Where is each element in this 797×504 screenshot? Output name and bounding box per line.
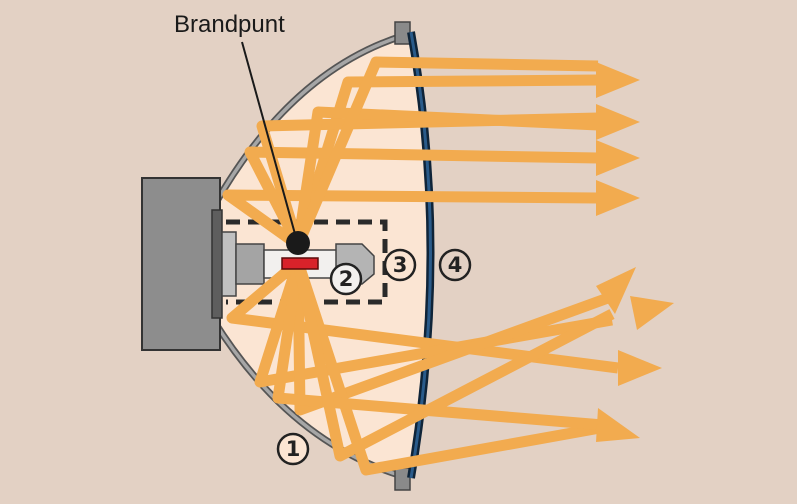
bulb-holder-left <box>235 243 265 285</box>
callout-2-number: 2 <box>339 267 354 291</box>
ray-7 <box>226 257 619 374</box>
ray-10 <box>292 260 601 476</box>
arrowheads <box>596 62 674 442</box>
arrowhead-3 <box>596 140 640 176</box>
callout-3-circle <box>383 248 417 282</box>
focal-point-leader-line <box>241 41 296 235</box>
callout-3-number: 3 <box>393 253 408 277</box>
focal-point-marker <box>286 231 310 255</box>
bulb-base-collar <box>211 209 223 319</box>
callout-4-number: 4 <box>448 253 463 277</box>
arrowhead-8 <box>596 408 640 442</box>
callout-4: 4 <box>438 248 472 282</box>
callout-4-circle <box>438 248 472 282</box>
reflector-shell-top-inner <box>212 34 403 207</box>
bulb-base <box>141 177 221 351</box>
ray-9 <box>292 261 610 416</box>
callout-2: 2 <box>329 262 363 296</box>
rim-flange-bottom <box>394 467 411 491</box>
ray-11 <box>272 261 604 431</box>
arrowhead-7 <box>618 350 662 386</box>
ray-4 <box>222 189 599 250</box>
callout-1: 1 <box>276 432 310 466</box>
ray-5 <box>292 106 599 246</box>
arrowhead-6 <box>630 296 674 330</box>
light-rays <box>222 56 619 476</box>
callout-1-circle <box>276 432 310 466</box>
focal-point-label: Brandpunt <box>174 11 285 38</box>
arrowhead-4 <box>596 180 640 216</box>
arrowhead-1 <box>596 62 640 98</box>
ray-12 <box>292 260 615 462</box>
arrowhead-5 <box>596 267 636 314</box>
bulb-mount-plate <box>221 231 237 297</box>
callout-3: 3 <box>383 248 417 282</box>
ray-2 <box>244 146 599 248</box>
callout-1-number: 1 <box>286 437 301 461</box>
ray-6 <box>292 56 599 248</box>
callout-2-circle <box>329 262 363 296</box>
filament <box>281 257 319 270</box>
arrowhead-2 <box>596 104 640 140</box>
